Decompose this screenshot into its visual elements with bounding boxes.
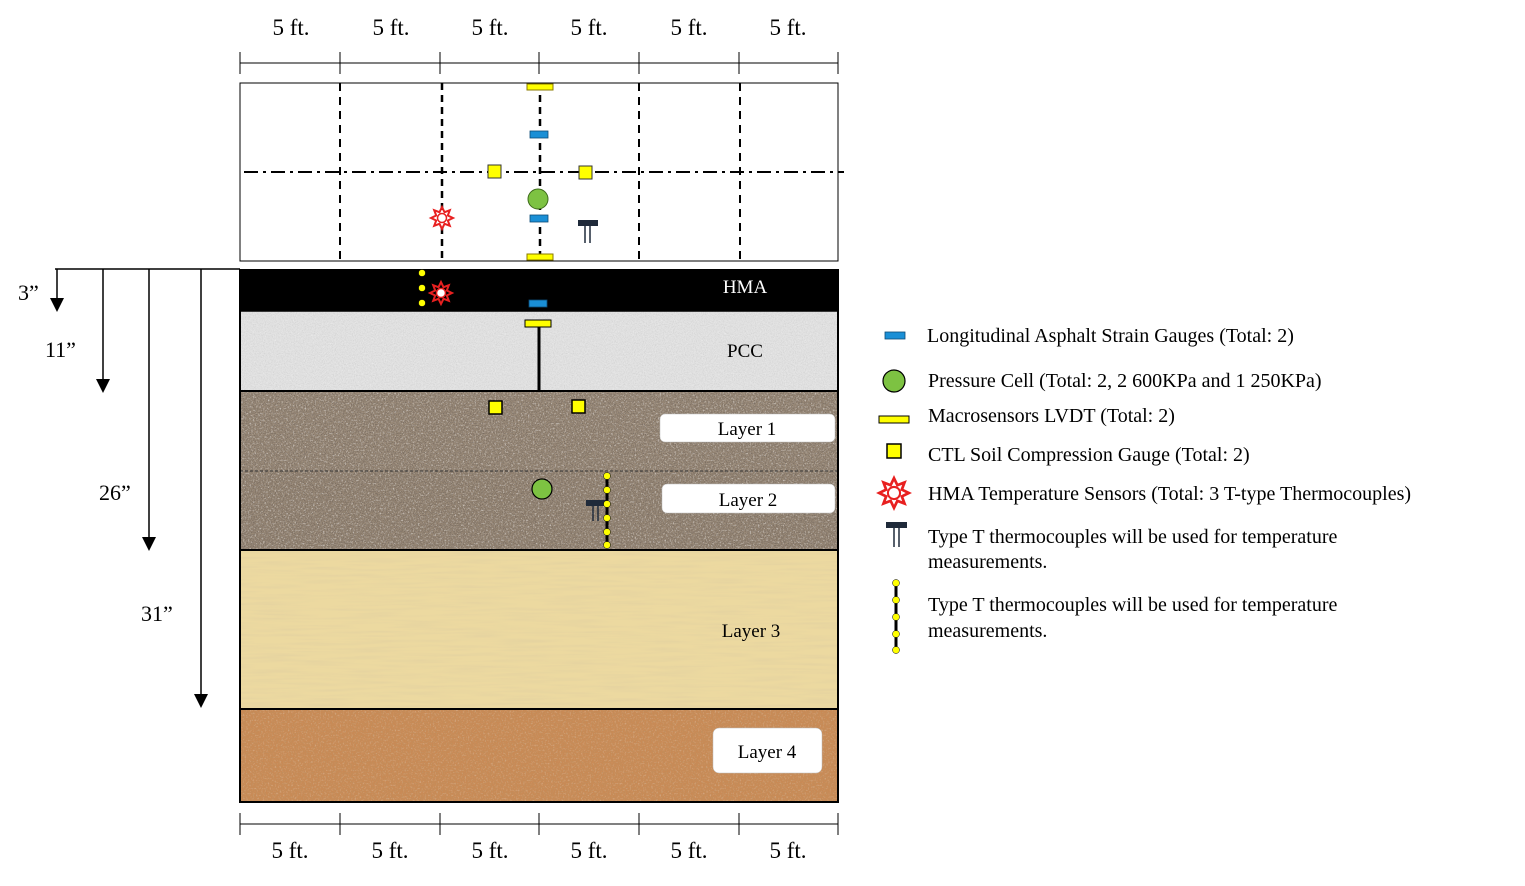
- bottom-dimension-label: 5 ft.: [570, 838, 607, 863]
- soil-gauge-marker: [487, 164, 502, 179]
- legend-label: measurements.: [928, 551, 1047, 573]
- depth-label: 3”: [18, 280, 39, 305]
- hma-temp-sensor-icon: [877, 476, 911, 510]
- pressure-cell-icon: [882, 369, 906, 393]
- layer-label-box: [659, 413, 836, 443]
- lvdt-icon: [878, 415, 910, 424]
- bottom-dimension-bar: 5 ft. 5 ft. 5 ft. 5 ft. 5 ft. 5 ft.: [239, 813, 839, 863]
- layer-label-3: Layer 3: [722, 621, 781, 642]
- hma-thermocouple-chain: [418, 269, 426, 307]
- soil-gauge-marker: [571, 399, 586, 414]
- legend-label: Type T thermocouples will be used for te…: [928, 594, 1338, 616]
- lvdt-assembly: [524, 319, 552, 391]
- soil-gauge-icon: [886, 443, 902, 459]
- strain-gauge-marker: [529, 130, 549, 139]
- thermocouple-icon: [586, 500, 606, 521]
- top-dimension-label: 5 ft.: [272, 15, 309, 40]
- top-dimension-label: 5 ft.: [769, 15, 806, 40]
- layer-label-box: [712, 727, 823, 774]
- top-dimension-bar: 5 ft. 5 ft. 5 ft. 5 ft. 5 ft. 5 ft.: [239, 15, 839, 74]
- strain-gauge-marker: [528, 299, 548, 308]
- layer-label-box: [661, 483, 836, 514]
- thermocouple-icon: [578, 220, 598, 243]
- legend-label: measurements.: [928, 620, 1047, 642]
- legend-label: CTL Soil Compression Gauge (Total: 2): [928, 444, 1250, 466]
- plan-view: [239, 82, 844, 262]
- depth-label: 11”: [45, 337, 76, 362]
- legend-label: Type T thermocouples will be used for te…: [928, 526, 1338, 548]
- legend-item-thermocouple: Type T thermocouples will be used for te…: [886, 522, 1338, 573]
- strain-gauge-marker: [529, 214, 549, 223]
- strain-gauge-icon: [884, 331, 906, 340]
- layer-label-1: Layer 1: [718, 419, 777, 440]
- bottom-dimension-label: 5 ft.: [769, 838, 806, 863]
- top-dimension-label: 5 ft.: [372, 15, 409, 40]
- legend-item-strain-gauge: Longitudinal Asphalt Strain Gauges (Tota…: [884, 325, 1294, 347]
- thermocouple-chain-icon: [892, 579, 900, 654]
- layer-label-2: Layer 2: [719, 490, 778, 511]
- top-dimension-label: 5 ft.: [570, 15, 607, 40]
- legend-item-hma-temp: HMA Temperature Sensors (Total: 3 T-type…: [877, 476, 1411, 510]
- depth-label: 31”: [141, 601, 173, 626]
- legend-item-thermocouple-chain: Type T thermocouples will be used for te…: [892, 579, 1338, 654]
- depth-label: 26”: [99, 480, 131, 505]
- lvdt-marker: [526, 253, 554, 261]
- layer-3: [240, 550, 838, 709]
- cross-section: HMA PCC Layer 1 Layer 2 Layer 3 Layer 4: [239, 269, 839, 803]
- bottom-dimension-label: 5 ft.: [371, 838, 408, 863]
- top-dimension-label: 5 ft.: [670, 15, 707, 40]
- legend: Longitudinal Asphalt Strain Gauges (Tota…: [877, 325, 1411, 654]
- cross-section-border: [239, 269, 839, 803]
- legend-label: HMA Temperature Sensors (Total: 3 T-type…: [928, 483, 1411, 505]
- layer-label-pcc: PCC: [727, 341, 763, 362]
- soil-gauge-marker: [488, 400, 503, 415]
- soil-thermocouple-chain: [603, 472, 611, 549]
- layer-label-4: Layer 4: [738, 742, 797, 763]
- legend-label: Longitudinal Asphalt Strain Gauges (Tota…: [927, 325, 1294, 347]
- layer-label-hma: HMA: [723, 277, 768, 298]
- legend-item-pressure-cell: Pressure Cell (Total: 2, 2 600KPa and 1 …: [882, 369, 1322, 393]
- top-dimension-label: 5 ft.: [471, 15, 508, 40]
- pressure-cell-marker: [527, 188, 549, 210]
- bottom-dimension-label: 5 ft.: [271, 838, 308, 863]
- depth-arrows: 3” 11” 26” 31”: [18, 268, 240, 708]
- legend-label: Macrosensors LVDT (Total: 2): [928, 405, 1175, 427]
- legend-item-soil-gauge: CTL Soil Compression Gauge (Total: 2): [886, 443, 1250, 466]
- soil-gauge-marker: [578, 165, 593, 180]
- legend-item-lvdt: Macrosensors LVDT (Total: 2): [878, 405, 1175, 427]
- thermocouple-icon: [886, 522, 907, 547]
- bottom-dimension-label: 5 ft.: [471, 838, 508, 863]
- lvdt-marker: [526, 83, 554, 91]
- pressure-cell-marker: [531, 478, 553, 500]
- legend-label: Pressure Cell (Total: 2, 2 600KPa and 1 …: [928, 370, 1322, 392]
- bottom-dimension-label: 5 ft.: [670, 838, 707, 863]
